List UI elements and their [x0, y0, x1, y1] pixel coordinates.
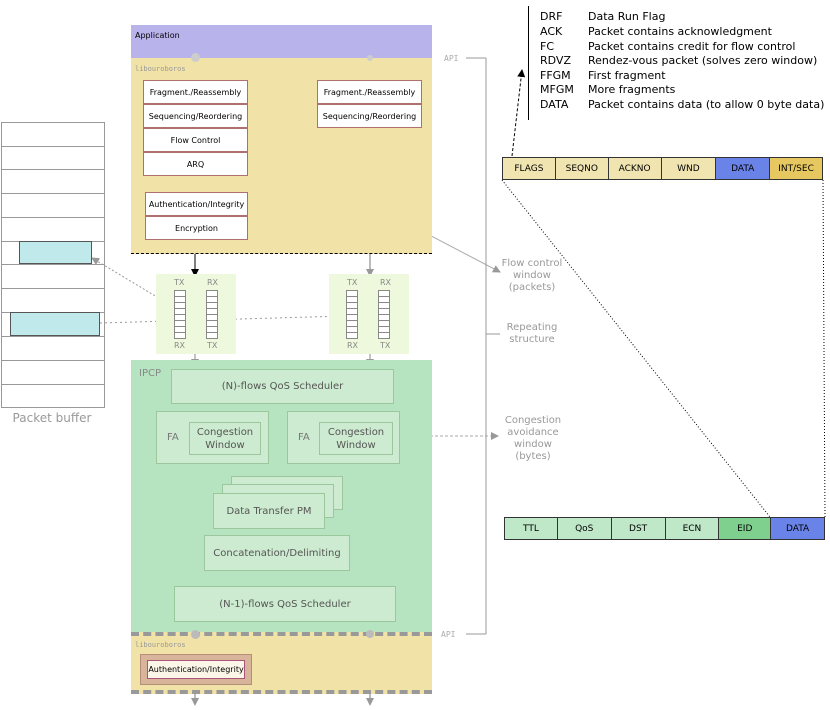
data-transfer-pm: Data Transfer PM: [213, 493, 325, 529]
lib-label: libouroboros: [135, 65, 186, 73]
bottom-authentication-integrity-block: Authentication/Integrity: [147, 660, 245, 679]
tx-queue: [346, 290, 358, 339]
tx-label: TX: [207, 341, 218, 350]
rx-label: RX: [380, 278, 392, 287]
n-flows-qos-scheduler: (N)-flows QoS Scheduler: [171, 369, 394, 404]
txrx-queue-left: TX RX RX TX: [156, 274, 236, 354]
header-field-wnd: WND: [661, 157, 717, 180]
header-field-dst: DST: [611, 517, 666, 540]
application-label: Application: [135, 31, 180, 40]
flow-control-window-annotation: Flow control window (packets): [501, 258, 563, 293]
repeating-structure-annotation: Repeating structure: [506, 322, 558, 345]
authentication-integrity-block: Authentication/Integrity: [145, 192, 248, 216]
tx-queue: [174, 290, 186, 339]
n1-flows-qos-scheduler: (N-1)-flows QoS Scheduler: [174, 586, 396, 622]
rx-label: RX: [207, 278, 219, 287]
concatenation-delimiting: Concatenation/Delimiting: [204, 535, 350, 571]
congestion-window-right: Congestion Window: [319, 422, 393, 455]
txrx-queue-right: TX RX RX TX: [329, 274, 409, 354]
fragment-reassembly-block: Fragment./Reassembly: [317, 80, 422, 104]
rx-queue: [378, 290, 390, 339]
header-field-seqno: SEQNO: [555, 157, 609, 180]
rx-queue: [206, 290, 218, 339]
api-dot: [367, 55, 373, 61]
api-dot: [191, 53, 200, 62]
buffer-slot-highlight: [10, 312, 100, 336]
fa-label: FA: [298, 432, 310, 443]
header-field-ackno: ACKNO: [608, 157, 662, 180]
packet-buffer: [1, 122, 105, 408]
rx-label: RX: [174, 341, 186, 350]
sequencing-reordering-block: Sequencing/Reordering: [317, 104, 422, 128]
lib-label: libouroboros: [135, 641, 186, 649]
header-field-flags: FLAGS: [502, 157, 556, 180]
header-field-ttl: TTL: [504, 517, 558, 540]
packet-buffer-label: Packet buffer: [12, 411, 92, 425]
api-top-label: API: [444, 54, 459, 63]
fragment-reassembly-block: Fragment./Reassembly: [143, 80, 248, 104]
tx-label: TX: [174, 278, 185, 287]
application-layer: Application: [131, 25, 432, 58]
api-dot: [366, 630, 374, 638]
header-field-eid: EID: [719, 517, 772, 540]
arq-block: ARQ: [143, 152, 248, 176]
header-field-int-sec: INT/SEC: [770, 157, 823, 180]
api-dot: [191, 630, 200, 639]
api-bottom-label: API: [441, 630, 456, 639]
congestion-window-left: Congestion Window: [189, 422, 261, 455]
tx-label: TX: [347, 278, 358, 287]
bottom-auth-frame: Authentication/Integrity: [140, 654, 252, 685]
congestion-avoidance-annotation: Congestion avoidance window (bytes): [504, 415, 562, 462]
flow-control-block: Flow Control: [143, 128, 248, 152]
buffer-slot-highlight: [19, 241, 92, 264]
encryption-block: Encryption: [145, 216, 248, 240]
tx-label: TX: [380, 341, 391, 350]
ipcp-label: IPCP: [139, 368, 161, 379]
rx-label: RX: [347, 341, 359, 350]
header-field-ecn: ECN: [665, 517, 720, 540]
header-field-data: DATA: [771, 517, 826, 540]
sequencing-reordering-block: Sequencing/Reordering: [143, 104, 248, 128]
packet-header: TTL QoS DST ECN EID DATA: [504, 517, 826, 540]
fa-label: FA: [167, 432, 179, 443]
flow-header: FLAGS SEQNO ACKNO WND DATA INT/SEC: [502, 157, 823, 180]
header-field-qos: QoS: [557, 517, 612, 540]
header-field-data: DATA: [716, 157, 771, 180]
